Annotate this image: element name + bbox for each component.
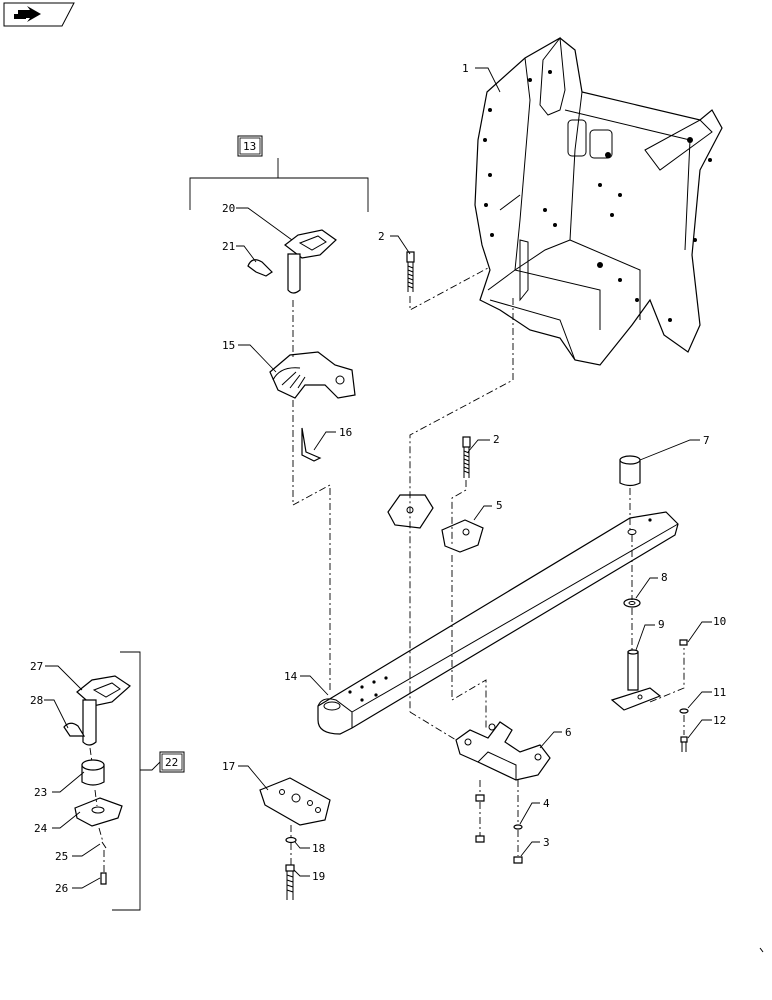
nut-under-bracket <box>475 794 485 843</box>
kit-22-bracket <box>112 651 141 911</box>
kit-13-bracket <box>189 158 369 212</box>
callout-4: 4 <box>543 797 550 810</box>
plate-part-24 <box>74 797 123 827</box>
callout-labels: 1 2 2 3 4 5 6 7 8 9 10 11 12 14 15 16 17… <box>30 62 726 895</box>
nut-part-10 <box>679 639 688 646</box>
washer-part-8 <box>623 598 641 608</box>
screw-part-25 <box>101 841 107 849</box>
corner-mark <box>759 947 764 953</box>
callout-2: 2 <box>378 230 385 243</box>
callout-21: 21 <box>222 240 235 253</box>
callout-17: 17 <box>222 760 235 773</box>
callout-12: 12 <box>713 714 726 727</box>
bolt-part-upper <box>406 251 415 292</box>
callout-10: 10 <box>713 615 726 628</box>
assembly-lines <box>89 267 685 872</box>
callout-23: 23 <box>34 786 47 799</box>
bracket-part-6 <box>455 721 551 781</box>
kit-label-22: 22 <box>165 756 178 769</box>
washer-part-4 <box>513 824 523 830</box>
kit-box-22[interactable]: 22 <box>159 751 185 773</box>
callout-8: 8 <box>661 571 668 584</box>
callout-20: 20 <box>222 202 235 215</box>
hitch-part-15 <box>269 351 356 399</box>
bushing-part-7 <box>619 455 641 487</box>
nut-part-3 <box>513 856 523 864</box>
washer-part-11 <box>679 708 689 714</box>
callout-1: 1 <box>462 62 469 75</box>
pin-part-9 <box>610 649 662 711</box>
bolt-part-19 <box>285 864 295 900</box>
drawbar-part-14 <box>317 511 679 735</box>
mounting-block-part <box>387 494 434 529</box>
bolt-part-lower <box>462 436 471 478</box>
next-page-arrow-icon[interactable] <box>3 2 75 27</box>
hitch-pin-part-27 <box>76 675 131 746</box>
screw-part-26 <box>100 872 107 885</box>
callout-15: 15 <box>222 339 235 352</box>
callout-18: 18 <box>312 842 325 855</box>
pin-part-16 <box>301 427 322 462</box>
lynch-pin-part-28 <box>63 722 86 737</box>
leader-lines <box>44 67 712 889</box>
callout-25: 25 <box>55 850 68 863</box>
callout-3: 3 <box>543 836 550 849</box>
callout-6: 6 <box>565 726 572 739</box>
callout-16: 16 <box>339 426 352 439</box>
callout-9: 9 <box>658 618 665 631</box>
hitch-pin-part-20 <box>284 229 337 294</box>
callout-28: 28 <box>30 694 43 707</box>
washer-part-18 <box>285 836 297 844</box>
bolt-part-12 <box>680 736 688 752</box>
kit-box-13[interactable]: 13 <box>237 135 263 157</box>
callout-5: 5 <box>496 499 503 512</box>
kit-label-13: 13 <box>243 140 256 153</box>
callout-24: 24 <box>34 822 48 835</box>
kit-22-leader <box>140 761 161 771</box>
callout-27: 27 <box>30 660 43 673</box>
plate-part-17 <box>259 777 331 826</box>
lynch-pin-part-21 <box>247 259 273 277</box>
main-frame-part <box>474 36 723 366</box>
callout-11: 11 <box>713 686 726 699</box>
callout-14: 14 <box>284 670 298 683</box>
callout-7: 7 <box>703 434 710 447</box>
callout-2: 2 <box>493 433 500 446</box>
callout-19: 19 <box>312 870 325 883</box>
bushing-part-23 <box>81 759 105 786</box>
callout-26: 26 <box>55 882 68 895</box>
mounting-plate-part-5 <box>441 519 484 553</box>
